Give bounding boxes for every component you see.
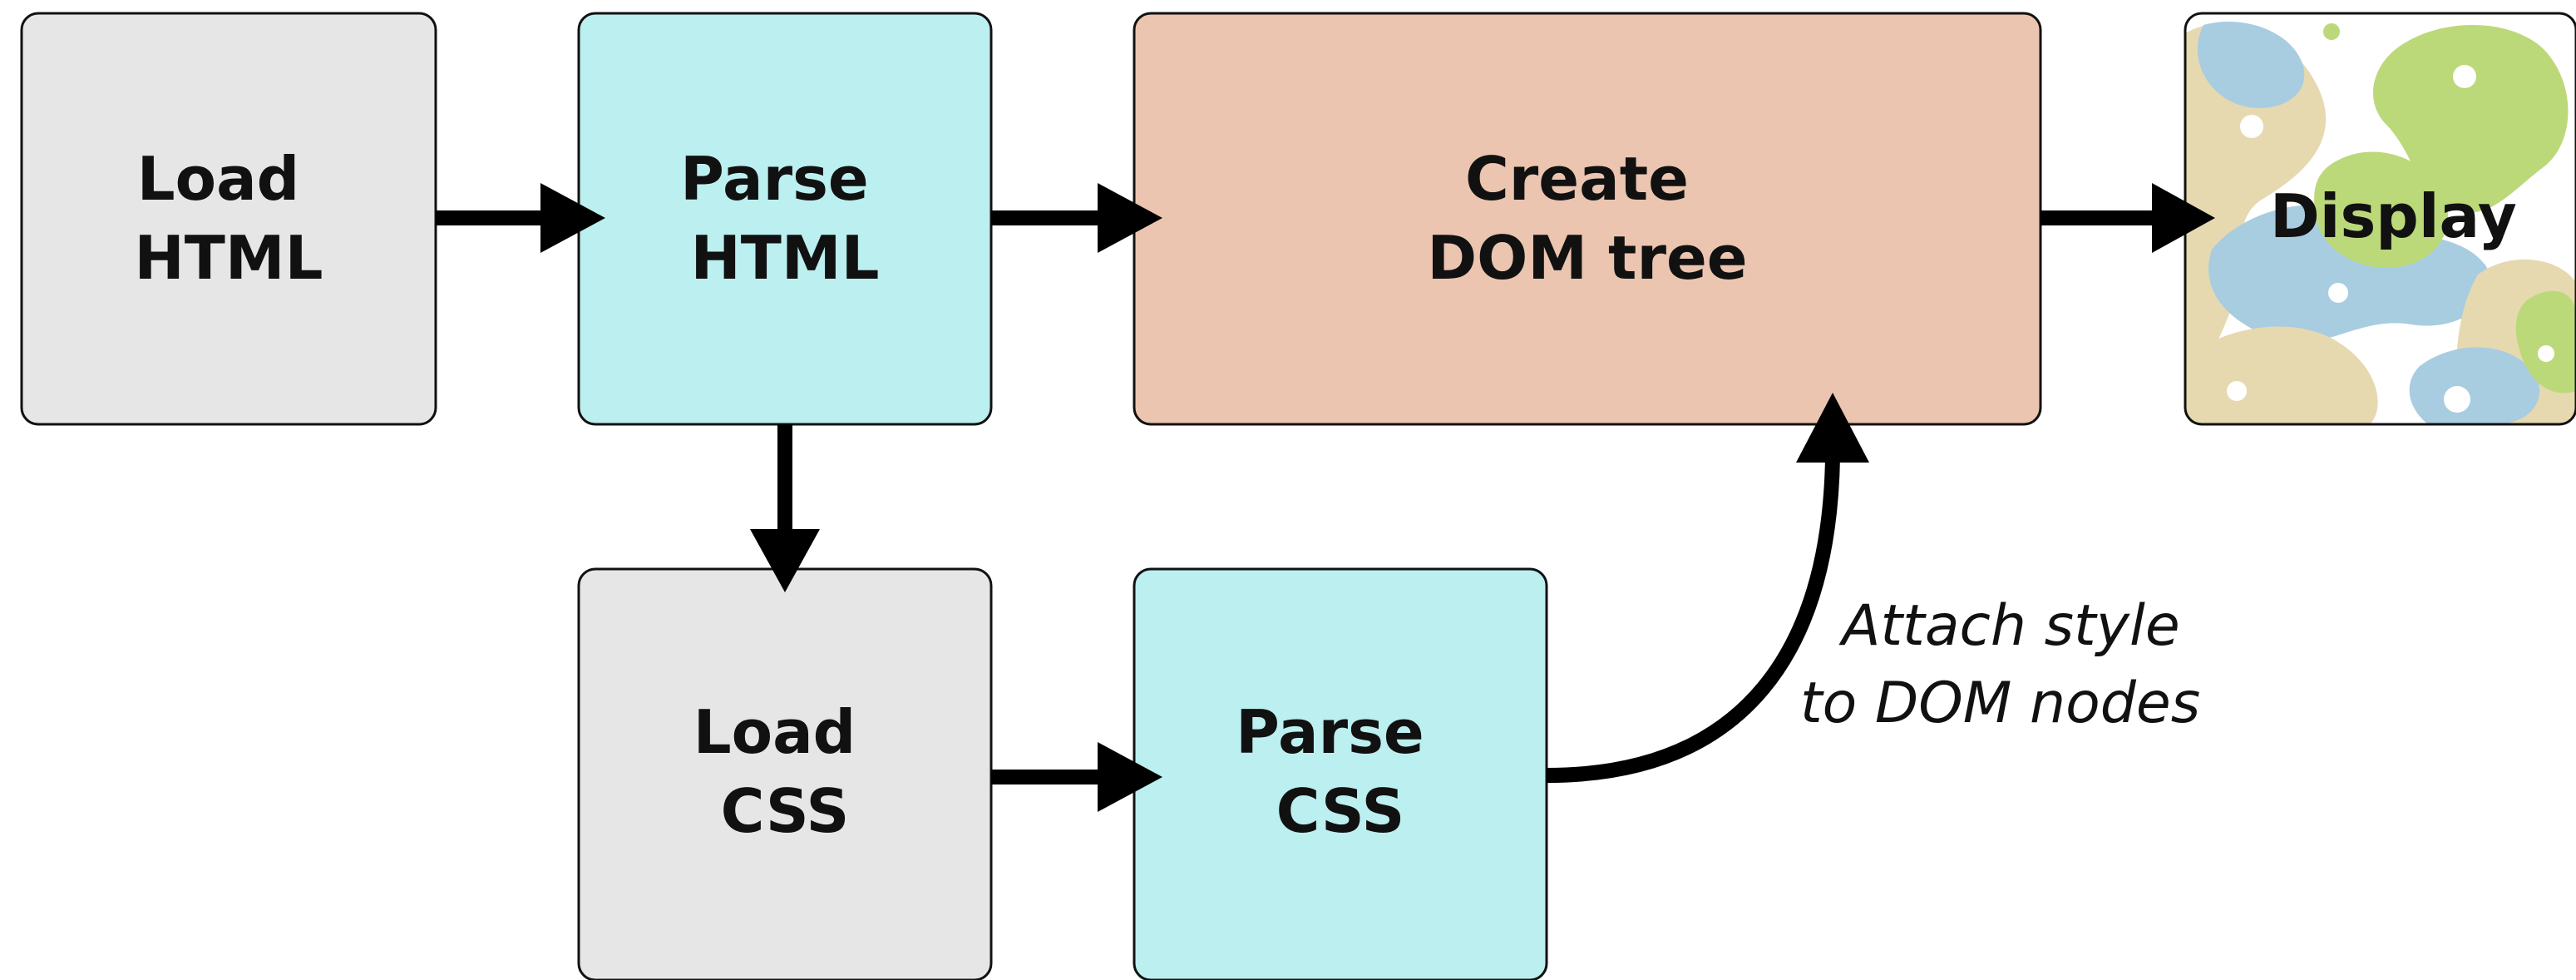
load-css-line2: CSS [721,776,850,846]
load-css-line1: Load [693,697,856,767]
display-node: Display [2184,12,2576,426]
parse-html-box [577,12,993,426]
load-css-label: Load CSS [693,697,877,846]
arrow-create-dom-to-display-head [2152,183,2215,253]
arrow-create-dom-to-display [2041,183,2215,253]
display-dot-6 [2227,381,2247,401]
load-html-line2: HTML [135,223,323,293]
arrow-parse-html-to-create-dom-head [1098,183,1162,253]
create-dom-label: Create DOM tree [1427,144,1747,293]
display-dot-4 [2328,283,2348,303]
display-blob-blue-top-left [2197,21,2305,108]
arrow-parse-html-to-load-css [750,424,820,592]
parse-css-label: Parse CSS [1236,697,1445,846]
parse-css-line1: Parse [1236,697,1424,767]
parse-html-line1: Parse [680,144,869,214]
display-dot-7 [2538,345,2554,362]
create-dom-node: Create DOM tree [1133,12,2042,426]
parse-css-node: Parse CSS [1133,567,1548,980]
load-html-label: Load HTML [135,144,323,293]
create-dom-line2: DOM tree [1427,223,1747,293]
parse-css-line2: CSS [1276,776,1405,846]
attach-style-annotation: Attach style to DOM nodes [1800,593,2200,736]
display-blob-green-right [2515,290,2576,393]
create-dom-line1: Create [1465,144,1689,214]
create-dom-box [1133,12,2042,426]
parse-html-label: Parse HTML [680,144,890,293]
arrow-parse-html-to-create-dom [991,183,1162,253]
attach-style-annotation-line2: to DOM nodes [1800,671,2200,736]
load-html-line1: Load [137,144,299,214]
arrow-load-html-to-parse-html [436,183,605,253]
display-dot-1 [2240,115,2263,138]
parse-css-box [1133,567,1548,980]
arrow-parse-css-to-create-dom-head [1796,393,1869,463]
arrow-parse-html-to-load-css-head [750,529,820,592]
load-css-node: Load CSS [577,567,993,980]
display-dot-2 [2453,65,2476,88]
display-pattern [2185,21,2576,424]
parse-html-line2: HTML [691,223,880,293]
display-blob-green-top [2372,25,2569,213]
arrow-load-css-to-parse-css-head [1098,742,1162,812]
display-label: Display [2270,181,2517,251]
display-dot-3 [2323,23,2340,40]
load-html-node: Load HTML [20,12,437,426]
display-blob-green-middle [2314,151,2449,268]
arrow-parse-css-to-create-dom-curve [1546,457,1840,783]
parse-html-node: Parse HTML [577,12,993,426]
display-blob-blue-bottom [2409,347,2540,424]
arrow-load-css-to-parse-css [991,742,1162,812]
attach-style-annotation-line1: Attach style [1838,593,2180,659]
load-html-box [20,12,437,426]
arrow-load-html-to-parse-html-head [540,183,605,253]
arrow-parse-css-to-create-dom [1546,393,1869,783]
display-dot-5 [2444,386,2470,413]
load-css-box [577,567,993,980]
